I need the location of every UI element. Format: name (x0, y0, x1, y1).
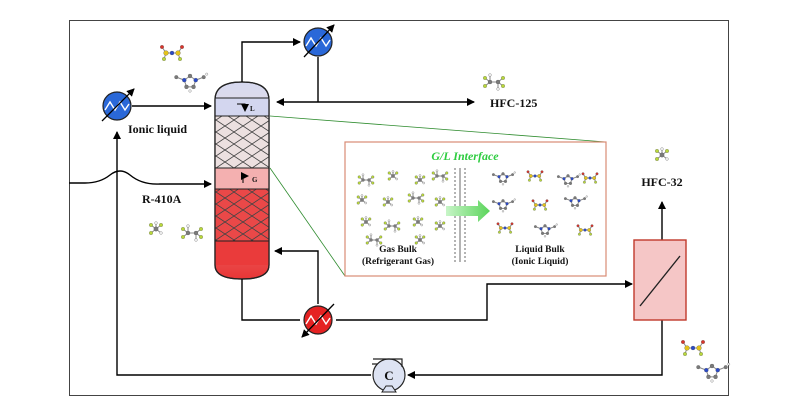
molecule-icon (414, 174, 426, 185)
molecule-icon (681, 340, 705, 356)
pipes (69, 38, 666, 379)
molecule-icon (160, 45, 184, 61)
membrane-module (633, 239, 687, 321)
heat-exchanger-icon (101, 88, 135, 122)
heat-exchanger-icon (301, 303, 335, 338)
interface-title: G/L Interface (431, 149, 499, 163)
liquid-tag-arrow (237, 103, 249, 112)
molecule-icon (696, 362, 731, 383)
molecule-icon (434, 220, 446, 231)
molecule-icon (414, 234, 426, 245)
molecule-icon (491, 171, 516, 186)
heat-exchanger-icon (303, 24, 335, 58)
hfc32-label: HFC-32 (641, 175, 682, 189)
molecule-icon (483, 73, 505, 91)
liquid-bulk-label: Liquid Bulk (515, 245, 565, 255)
molecule-icon (407, 191, 425, 205)
molecule-icon (533, 223, 558, 238)
pump-icon (372, 358, 406, 393)
molecule-icon (576, 224, 594, 236)
molecule-icon (174, 72, 209, 93)
liquid-tag: L (250, 105, 255, 113)
molecule-icon (655, 147, 669, 161)
molecule-icon (387, 170, 399, 181)
gas-bulk-sublabel: (Refrigerant Gas) (362, 256, 434, 267)
gas-tag-arrow (241, 172, 249, 183)
gas-tag: G (252, 176, 258, 184)
molecule-icon (531, 199, 549, 211)
loose-molecules (149, 45, 731, 383)
molecule-icon (434, 196, 446, 207)
molecule-icon (412, 216, 424, 227)
molecule-icon (491, 198, 516, 213)
molecule-icon (496, 222, 514, 234)
molecule-icon (431, 169, 449, 183)
interface-inset (269, 115, 607, 277)
ionic-liquid-label: Ionic liquid (128, 122, 187, 136)
molecule-icon (383, 219, 401, 233)
hfc125-label: HFC-125 (490, 96, 537, 110)
gas-bulk-label: Gas Bulk (379, 245, 417, 255)
pump-letter: C (384, 368, 393, 383)
molecule-icon (526, 170, 544, 182)
molecule-icon (581, 172, 599, 184)
molecule-icon (181, 224, 203, 242)
liquid-molecules (491, 170, 599, 238)
molecule-icon (357, 173, 375, 187)
liquid-bulk-sublabel: (Ionic Liquid) (512, 256, 569, 267)
molecule-icon (365, 233, 383, 247)
molecule-icon (563, 195, 588, 210)
molecule-icon (382, 196, 394, 207)
molecule-icon (149, 221, 163, 235)
r410a-label: R-410A (142, 192, 182, 206)
molecule-icon (556, 173, 581, 188)
gas-molecules (356, 169, 449, 247)
molecule-icon (356, 194, 368, 205)
molecule-icon (360, 216, 372, 227)
absorption-column (214, 81, 270, 280)
